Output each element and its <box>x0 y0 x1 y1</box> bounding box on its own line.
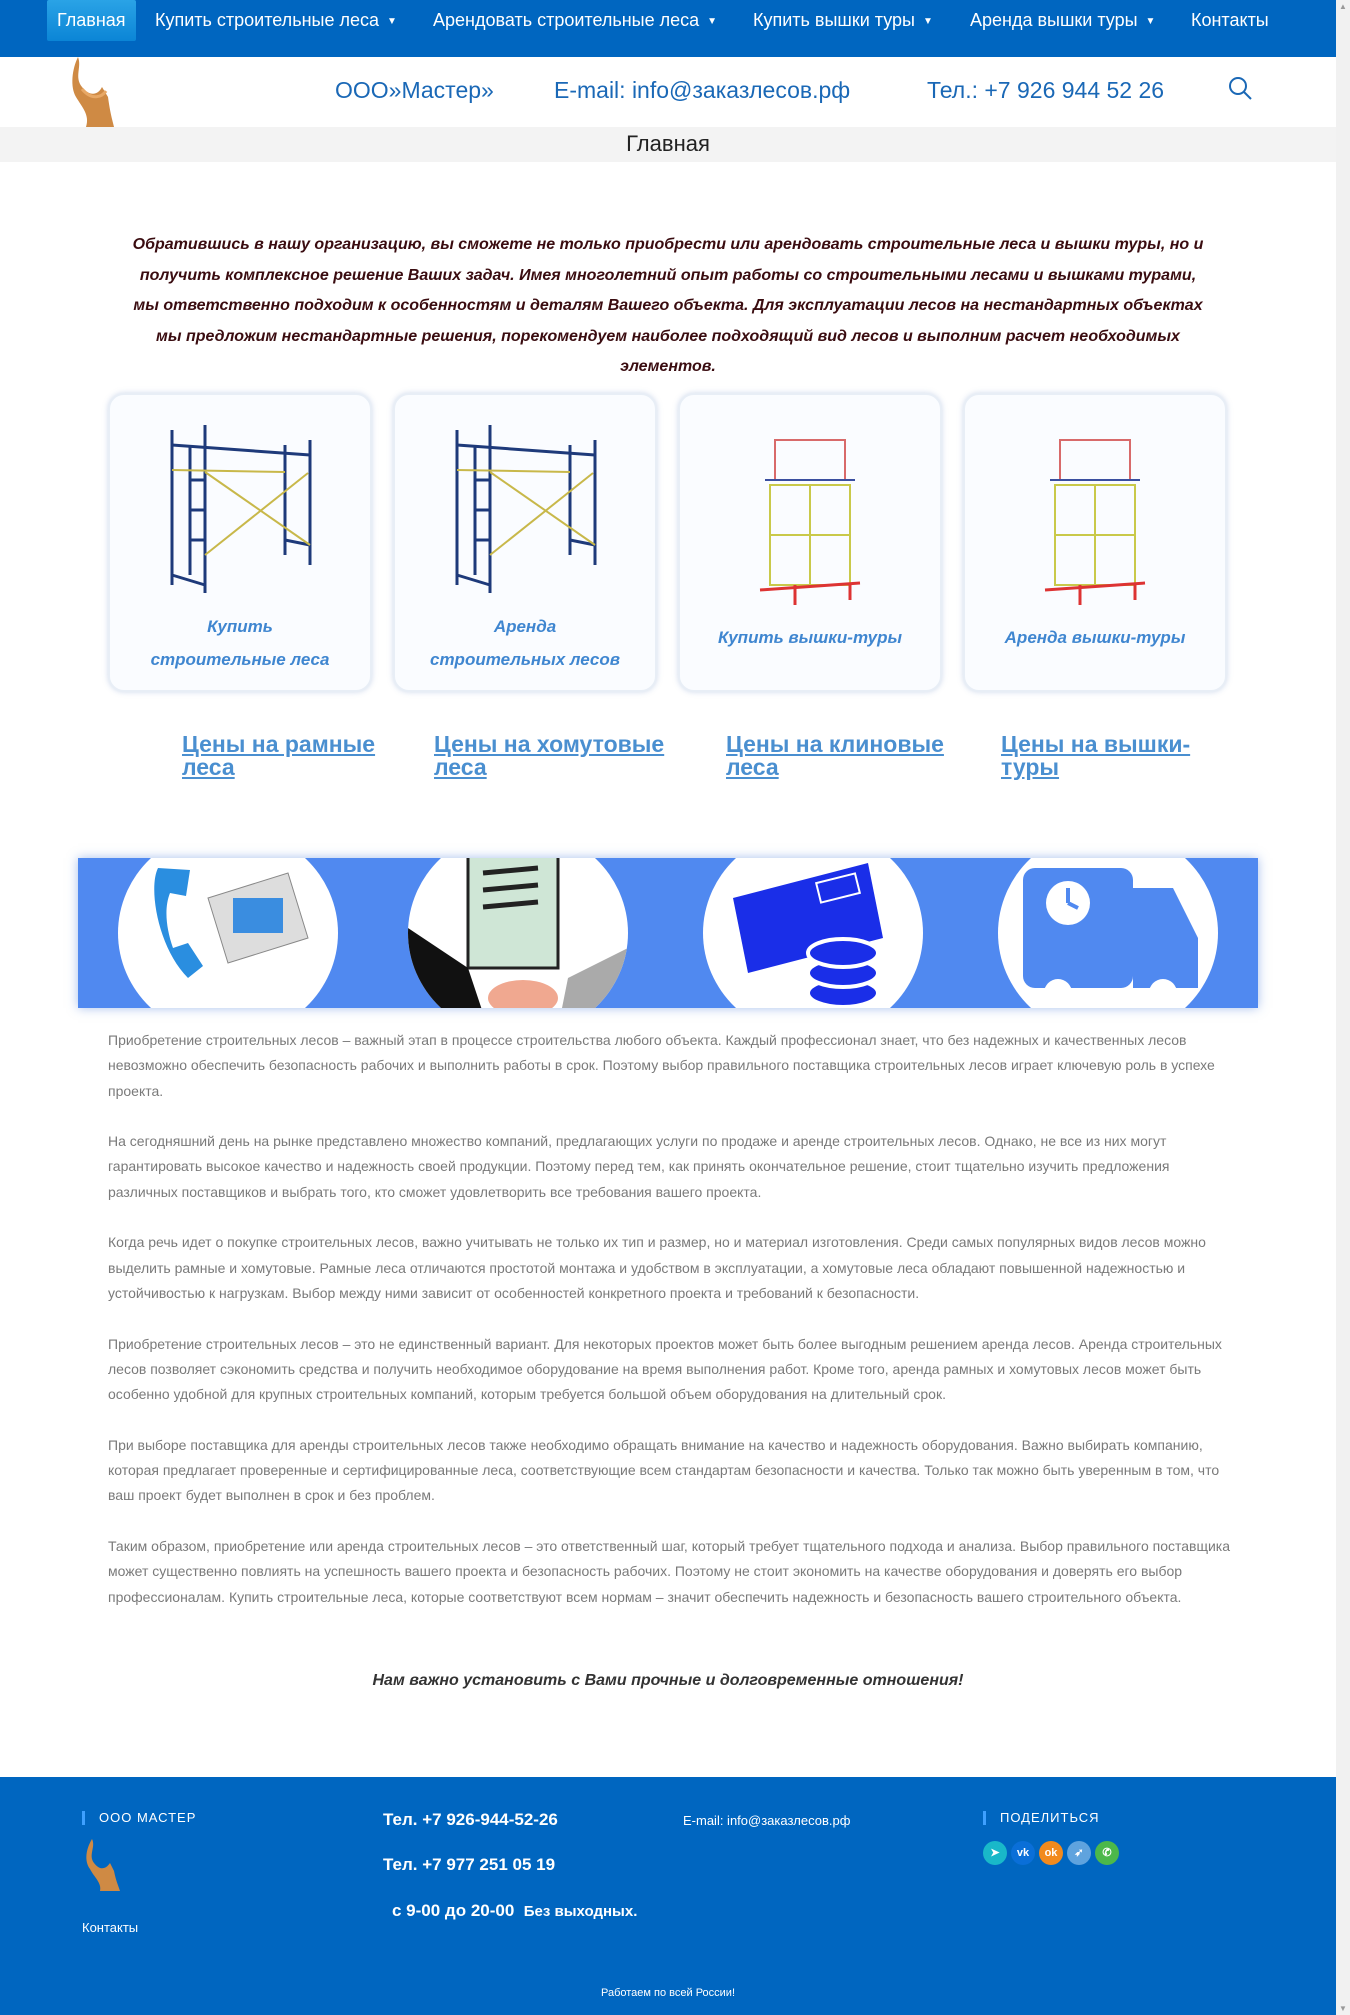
nav-label: Арендовать строительные леса <box>433 10 700 30</box>
paragraph: Когда речь идет о покупке строительных л… <box>108 1234 1206 1301</box>
days-text: Без выходных. <box>523 1903 638 1920</box>
vk-icon[interactable]: vk <box>1011 1841 1035 1865</box>
nav-item-rent-towers[interactable]: Аренда вышки туры ▼ <box>960 0 1165 41</box>
delivery-truck-icon <box>998 858 1218 1008</box>
footer-contacts-link[interactable]: Контакты <box>82 1920 139 1935</box>
search-icon[interactable] <box>1228 76 1254 102</box>
social-share-buttons: ➤ vk ok ➶ ✆ <box>983 1841 1119 1865</box>
footer-note: Работаем по всей России! <box>600 1987 736 1999</box>
card-buy-towers[interactable]: Купить вышки-туры <box>678 393 942 692</box>
intro-text: Обратившись в нашу организацию, вы сможе… <box>132 236 1204 375</box>
card-label: строительных лесов <box>429 650 621 669</box>
nav-label: Купить строительные леса <box>155 10 379 30</box>
scroll-down-arrow-icon[interactable]: ▼ <box>1339 2004 1347 2013</box>
link-tower-prices[interactable]: Цены на вышки-туры <box>1001 731 1191 780</box>
nav-label: Купить вышки туры <box>753 10 915 30</box>
card-rent-scaffolding[interactable]: Аренда строительных лесов <box>393 393 657 692</box>
chevron-down-icon: ▼ <box>707 15 718 27</box>
footer-company-heading: ООО МАСТЕР <box>82 1811 196 1825</box>
footer-share-heading: ПОДЕЛИТЬСЯ <box>983 1811 1099 1825</box>
nav-item-contacts[interactable]: Контакты <box>1181 0 1279 41</box>
paragraph: При выборе поставщика для аренды строите… <box>108 1436 1220 1504</box>
nav-item-buy-scaffolding[interactable]: Купить строительные леса ▼ <box>145 0 407 41</box>
tower-image <box>759 439 861 605</box>
nav-label: Главная <box>57 10 126 30</box>
header-email[interactable]: E-mail: info@заказлесов.рф <box>554 77 851 103</box>
footer-hours: с 9-00 до 20-00 Без выходных. <box>392 1901 637 1921</box>
closing-statement: Нам важно установить с Вами прочные и до… <box>372 1672 964 1689</box>
footer-phone-2[interactable]: Тел. +7 977 251 05 19 <box>383 1855 556 1874</box>
paragraph: Приобретение строительных лесов – важный… <box>108 1032 1215 1099</box>
chevron-down-icon: ▼ <box>922 15 933 27</box>
link-frame-scaffolding-prices[interactable]: Цены на рамные леса <box>182 731 376 780</box>
chevron-down-icon: ▼ <box>386 15 397 27</box>
contract-handshake-icon <box>408 858 628 1008</box>
article-body: Приобретение строительных лесов – важный… <box>108 1028 1234 1635</box>
footer-phone-1[interactable]: Тел. +7 926-944-52-26 <box>383 1810 558 1829</box>
frame-scaffolding-image <box>455 425 597 593</box>
link-wedge-scaffolding-prices[interactable]: Цены на клиновые леса <box>726 731 944 780</box>
paragraph: Таким образом, приобретение или аренда с… <box>108 1537 1231 1605</box>
card-label: строительные леса <box>150 650 330 669</box>
main-nav: Главная Купить строительные леса ▼ Арендо… <box>0 0 1336 57</box>
card-buy-scaffolding[interactable]: Купить строительные леса <box>108 393 372 692</box>
link-clamp-scaffolding-prices[interactable]: Цены на хомутовые леса <box>434 731 665 780</box>
scroll-up-arrow-icon[interactable]: ▲ <box>1339 2 1347 11</box>
whatsapp-icon[interactable]: ✆ <box>1095 1841 1119 1865</box>
nav-item-buy-towers[interactable]: Купить вышки туры ▼ <box>743 0 943 41</box>
phone-mail-icon <box>118 858 338 1008</box>
card-label: Аренда <box>493 617 557 636</box>
services-banner <box>78 858 1258 1008</box>
paragraph: Приобретение строительных лесов – это не… <box>108 1335 1222 1403</box>
share-icon[interactable]: ➤ <box>983 1841 1007 1865</box>
payment-card-coins-icon <box>703 858 923 1008</box>
card-label: Купить вышки-туры <box>718 628 902 647</box>
site-footer: ООО МАСТЕР Контакты Тел. +7 926-944-52-2… <box>0 1777 1336 2015</box>
footer-email[interactable]: E-mail: info@заказлесов.рф <box>683 1813 851 1828</box>
frame-scaffolding-image <box>170 425 312 593</box>
card-label: Купить <box>207 617 273 636</box>
page-title: Главная <box>0 127 1336 162</box>
nav-label: Аренда вышки туры <box>970 10 1138 30</box>
chevron-down-icon: ▼ <box>1145 15 1156 27</box>
tower-image <box>1044 439 1146 605</box>
wrench-logo[interactable] <box>68 57 134 127</box>
hours-text: с 9-00 до 20-00 <box>392 1901 515 1920</box>
nav-label: Контакты <box>1191 10 1269 30</box>
nav-item-home[interactable]: Главная <box>47 0 136 41</box>
paragraph: На сегодняшний день на рынке представлен… <box>108 1133 1170 1200</box>
page-scrollbar[interactable]: ▲ ▼ <box>1336 0 1350 2015</box>
telegram-icon[interactable]: ➶ <box>1067 1841 1091 1865</box>
odnoklassniki-icon[interactable]: ok <box>1039 1841 1063 1865</box>
header-phone[interactable]: Тел.: +7 926 944 52 26 <box>927 77 1165 103</box>
nav-item-rent-scaffolding[interactable]: Арендовать строительные леса ▼ <box>423 0 727 41</box>
site-header: ООО»Мастер» E-mail: info@заказлесов.рф Т… <box>0 57 1336 127</box>
company-name: ООО»Мастер» <box>335 77 494 103</box>
wrench-logo <box>86 1839 120 1891</box>
card-rent-towers[interactable]: Аренда вышки-туры <box>963 393 1227 692</box>
card-label: Аренда вышки-туры <box>1004 628 1186 647</box>
